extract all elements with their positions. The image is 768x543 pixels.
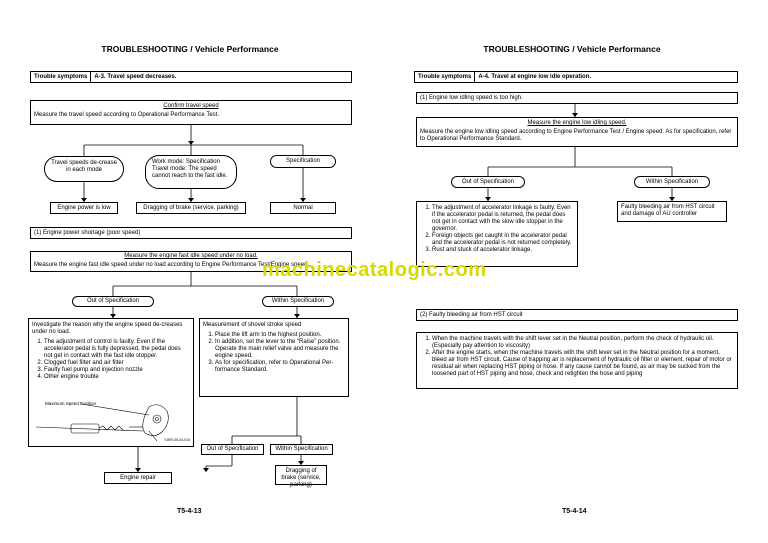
accelerator-item: The adjustment of accelerator linkage is…	[432, 205, 574, 233]
hst-list: When the machine travels with the shift …	[420, 336, 734, 378]
accelerator-item: Foreign objects get caught in the accele…	[432, 233, 574, 247]
shovel-title: Measurement of shovel stroke speed	[203, 322, 302, 328]
figure-label: Maximum Speed Position	[45, 401, 97, 406]
out-of-spec-right: Out of Specification	[451, 176, 525, 188]
investigate-item: The adjustment of control is faulty. Eve…	[44, 339, 190, 360]
confirm-text: Measure the travel speed according to Op…	[34, 112, 219, 118]
out-of-spec-left: Out of Specification	[72, 296, 154, 307]
dragging-brake-box-2: Dragging of brake (service, parking)	[275, 465, 327, 488]
trouble-symptoms-left: Trouble symptoms A-3. Travel speed decre…	[30, 71, 352, 83]
faulty-bleeding-result: Faulty bleeding air from HST circuit and…	[617, 201, 727, 222]
hst-check-box: When the machine travels with the shift …	[416, 332, 738, 389]
measure-title: Measure the engine fast idle speed under…	[124, 253, 258, 259]
investigate-item: Faulty fuel pump and injection nozzle	[44, 367, 190, 374]
confirm-travel-speed-box: Confirm travel speed Measure the travel …	[30, 100, 352, 125]
shovel-item: As for specification, refer to Operation…	[215, 360, 345, 374]
engine-repair-box: Engine repair	[104, 472, 172, 484]
result-engine-power-low: Engine power is low	[50, 202, 118, 214]
branch-work-mode-spec: Work mode: Specification Travel mode: Th…	[145, 155, 237, 189]
shovel-item: Place the lift arm to the highest positi…	[215, 332, 345, 339]
trouble-symptoms-right: Trouble symptoms A-4. Travel at engine l…	[414, 71, 738, 83]
investigate-item: Other engine trouble	[44, 374, 190, 381]
page-title-right: TROUBLESHOOTING / Vehicle Performance	[483, 44, 661, 54]
accelerator-item: Rust and stuck of accelerator linkage.	[432, 247, 574, 254]
symptom-text: A-4. Travel at engine low idle operation…	[478, 74, 592, 80]
symptom-label: Trouble symptoms	[31, 72, 92, 82]
section-engine-power-shortage: (1) Engine power shortage (poor speed)	[30, 227, 352, 239]
shovel-item: In addition, set the lever to the “Raise…	[215, 339, 345, 360]
page-number-right: T5-4-14	[562, 508, 587, 515]
shovel-stroke-box: Measurement of shovel stroke speed Place…	[199, 318, 349, 397]
investigate-box: Investigate the reason why the engine sp…	[28, 318, 194, 447]
within-spec-right: Within Specification	[634, 176, 710, 188]
symptom-text: A-3. Travel speed decreases.	[94, 74, 177, 80]
page-title-left: TROUBLESHOOTING / Vehicle Performance	[101, 44, 279, 54]
branch-specification: Specification	[270, 155, 336, 168]
hst-item: After the engine starts, when the machin…	[432, 350, 734, 378]
accelerator-list: The adjustment of accelerator linkage is…	[420, 205, 574, 254]
out-of-spec-left-2: Out of Specification	[201, 444, 264, 455]
measure-low-idle-box: Measure the engine low idling speed. Mea…	[416, 117, 738, 147]
accelerator-pedal-illustration	[35, 403, 169, 442]
measure-fast-idle-box: Measure the engine fast idle speed under…	[30, 251, 352, 272]
investigate-intro: Investigate the reason why the engine sp…	[32, 322, 183, 335]
hst-item: When the machine travels with the shift …	[432, 336, 734, 350]
section-faulty-bleeding: (2) Faulty bleeding air from HST circuit	[416, 309, 738, 321]
page-number-left: T5-4-13	[177, 508, 202, 515]
watermark: machinecatalogic.com	[262, 259, 487, 281]
section-low-idling-too-high: (1) Engine low idling speed is too high.	[416, 92, 738, 104]
measure-text: Measure the engine low idling speed acco…	[420, 129, 732, 142]
branch-travel-speeds-decrease: Travel speeds de-crease in each mode	[44, 156, 124, 182]
symptom-label: Trouble symptoms	[415, 72, 476, 82]
shovel-list: Place the lift arm to the highest positi…	[203, 332, 345, 374]
investigate-item: Clogged fuel filter and air filter	[44, 360, 190, 367]
within-spec-left: Within Specification	[262, 296, 334, 307]
result-normal: Normal	[270, 202, 336, 214]
confirm-title: Confirm travel speed	[163, 103, 219, 109]
measure-text: Measure the engine fast idle speed under…	[34, 262, 310, 268]
accelerator-linkage-box: The adjustment of accelerator linkage is…	[416, 201, 578, 267]
within-spec-left-2: Within Specification	[270, 444, 333, 455]
investigate-list: The adjustment of control is faulty. Eve…	[32, 339, 190, 381]
result-dragging-brake: Dragging of brake (service, parking)	[136, 202, 246, 214]
measure-title: Measure the engine low idling speed.	[527, 120, 627, 126]
figure-code: T4ER-05-04-010	[163, 438, 190, 442]
